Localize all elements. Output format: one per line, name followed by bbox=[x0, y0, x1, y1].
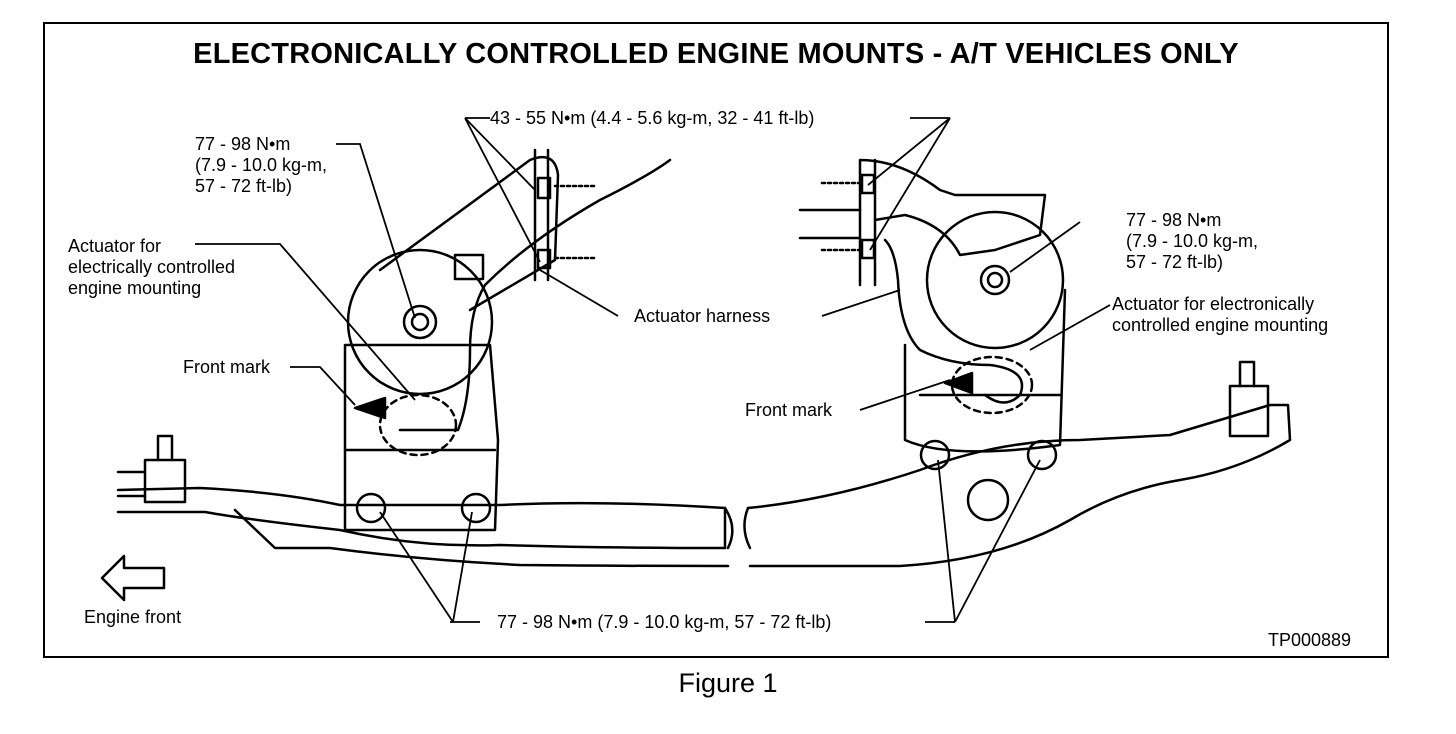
crossmember-right bbox=[746, 403, 1292, 568]
right-lower-bolt-1 bbox=[919, 439, 951, 471]
left-mount-bolt bbox=[402, 304, 438, 340]
left-lower-bolt-1 bbox=[355, 492, 387, 524]
crossmember-left bbox=[116, 486, 727, 550]
diagram-title: ELECTRONICALLY CONTROLLED ENGINE MOUNTS … bbox=[193, 38, 1239, 70]
left-bracket-arm bbox=[378, 155, 560, 312]
left-harness bbox=[398, 158, 672, 432]
right-torque-label: 77 - 98 N•m (7.9 - 10.0 kg-m, 57 - 72 ft… bbox=[1126, 210, 1259, 272]
front-mark-right-label: Front mark bbox=[745, 400, 833, 420]
right-mount-disc bbox=[925, 210, 1065, 350]
left-mount-body bbox=[343, 343, 500, 532]
left-end-block bbox=[143, 458, 187, 504]
top-torque-label: 43 - 55 N•m (4.4 - 5.6 kg-m, 32 - 41 ft-… bbox=[490, 108, 815, 128]
right-harness bbox=[883, 238, 1024, 404]
right-mount-bolt bbox=[979, 264, 1011, 296]
left-torque-label: 77 - 98 N•m (7.9 - 10.0 kg-m, 57 - 72 ft… bbox=[195, 134, 328, 196]
actuator-harness-label: Actuator harness bbox=[634, 306, 771, 326]
right-actuator-label: Actuator for electronically controlled e… bbox=[1112, 294, 1329, 335]
bottom-torque-label: 77 - 98 N•m (7.9 - 10.0 kg-m, 57 - 72 ft… bbox=[497, 612, 832, 632]
crossmember-break bbox=[723, 506, 752, 550]
front-mark-left-label: Front mark bbox=[183, 357, 271, 377]
left-lower-bolt-2 bbox=[460, 492, 492, 524]
right-end-block bbox=[1228, 384, 1270, 438]
right-mount-body bbox=[903, 288, 1067, 453]
engine-front-arrow bbox=[100, 554, 166, 602]
figure-caption: Figure 1 bbox=[678, 668, 778, 698]
figure-code: TP000889 bbox=[1268, 630, 1352, 650]
crossmember-lower-left bbox=[233, 508, 730, 568]
left-actuator-label: Actuator for electrically controlled eng… bbox=[68, 236, 236, 298]
right-lower-bolt-2 bbox=[1026, 439, 1058, 471]
figure-frame bbox=[43, 22, 1389, 658]
engine-front-label: Engine front bbox=[84, 607, 182, 627]
